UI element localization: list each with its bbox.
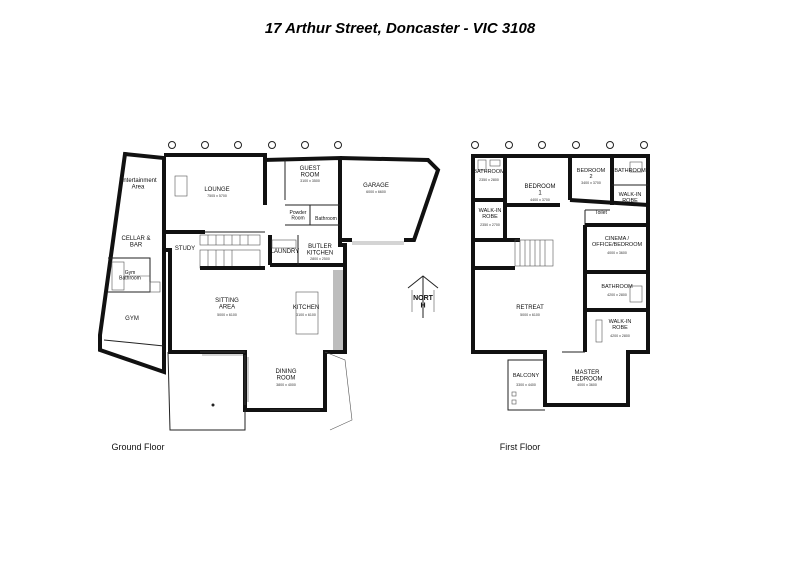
room-retreat: RETREAT xyxy=(516,305,544,311)
room-bath1: BATHROOM xyxy=(473,169,505,175)
room-gym: GYM xyxy=(125,316,139,322)
deck-outline xyxy=(167,351,246,431)
room-master-dims: 4000 x 3600 xyxy=(577,383,597,387)
room-bath1-dims: 2350 x 2800 xyxy=(479,178,499,182)
first-main-outline xyxy=(471,154,650,407)
first-floor-label: First Floor xyxy=(500,442,541,452)
room-kitchen-dims: 3100 x 6100 xyxy=(296,313,316,317)
garage-outline xyxy=(339,156,441,242)
room-toilet: Toilet xyxy=(595,210,607,216)
ground-main-outline xyxy=(164,153,347,412)
room-guest-dims: 3100 x 3500 xyxy=(300,179,320,183)
room-study: STUDY xyxy=(175,246,195,252)
room-butler-dims: 2800 x 2500 xyxy=(310,257,330,261)
room-cinema: CINEMA /OFFICE/BEDROOM xyxy=(592,236,643,248)
room-bed1-dims: 4400 x 3700 xyxy=(530,198,550,202)
room-bed2-dims: 3400 x 3700 xyxy=(581,181,601,185)
room-dining-dims: 3800 x 4000 xyxy=(276,383,296,387)
room-bath3-dims: 4200 x 2800 xyxy=(607,293,627,297)
plan-title: 17 Arthur Street, Doncaster - VIC 3108 xyxy=(265,20,536,37)
room-balcony: BALCONY xyxy=(513,373,540,379)
room-bath3: BATHROOM xyxy=(601,284,633,290)
kitchen-island xyxy=(295,291,319,335)
kitchen-bench xyxy=(333,270,343,350)
room-retreat-dims: 5000 x 6100 xyxy=(520,313,540,317)
room-bathroom: Bathroom xyxy=(315,216,337,222)
ground-floor-label: Ground Floor xyxy=(111,442,164,452)
room-lounge: LOUNGE xyxy=(204,187,229,193)
room-bath2: BATHROOM xyxy=(614,168,646,174)
room-sitting-dims: 5000 x 6100 xyxy=(217,313,237,317)
west-wing-outline xyxy=(98,151,166,375)
room-laundry: LAUNDRY xyxy=(271,249,300,255)
room-lounge-dims: 7505 x 5700 xyxy=(207,194,227,198)
room-wir3-dims: 4200 x 2800 xyxy=(610,334,630,338)
room-garage: GARAGE xyxy=(363,183,389,189)
room-cinema-dims: 4000 x 3600 xyxy=(607,251,627,255)
room-balcony-dims: 3300 x 4400 xyxy=(516,383,536,387)
column-markers-first xyxy=(471,141,648,149)
room-garage-dims: 6000 x 6600 xyxy=(366,190,386,194)
room-wir1-dims: 2350 x 2700 xyxy=(480,223,500,227)
room-kitchen: KITCHEN xyxy=(293,305,319,311)
balcony-outline xyxy=(507,359,545,411)
room-cellar: CELLAR &BAR xyxy=(121,236,150,249)
column-markers-ground xyxy=(168,141,342,149)
